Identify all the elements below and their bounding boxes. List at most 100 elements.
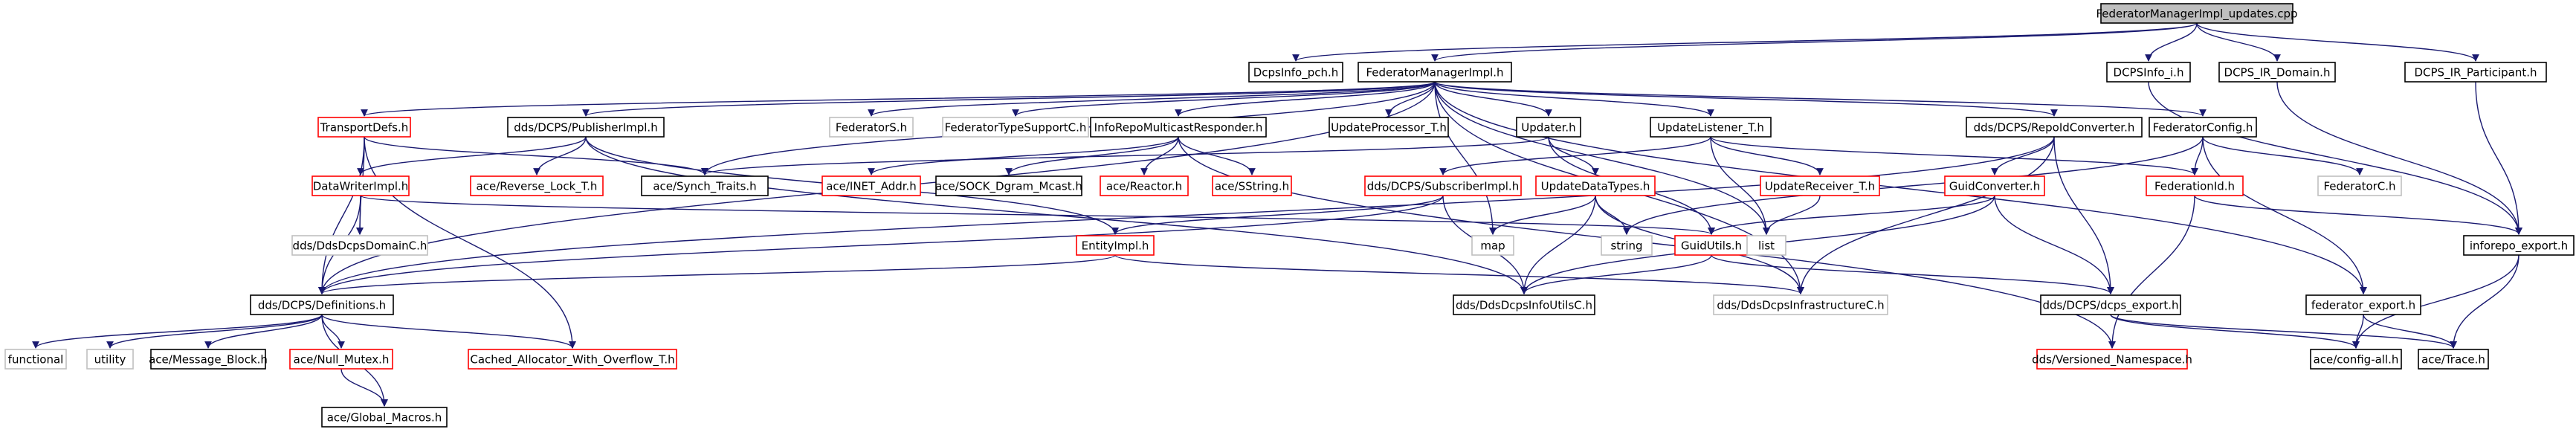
node-inforepo_export[interactable]: inforepo_export.h [2463, 235, 2575, 256]
node-label: UpdateDataTypes.h [1541, 180, 1650, 193]
edge-root-to-dcpsinfo_i [2145, 22, 2198, 62]
node-label: string [1610, 239, 1642, 253]
node-updatelistener[interactable]: UpdateListener_T.h [1650, 117, 1772, 138]
dependency-edge [1434, 81, 1714, 117]
node-box [1100, 175, 1189, 196]
node-global_macros[interactable]: ace/Global_Macros.h [321, 407, 448, 428]
edge-null_mutex-to-global_macros [340, 368, 388, 407]
node-dcps_export[interactable]: dds/DCPS/dcps_export.h [2040, 294, 2181, 315]
dependency-edge [1385, 81, 1436, 117]
edge-dcps_export-to-ace_trace [2110, 314, 2457, 349]
node-box [2317, 175, 2402, 196]
dependency-edge [1797, 136, 2055, 294]
edge-guidutils-to-ddsdcpsinfoutilsc [1520, 254, 1712, 294]
node-publisherimpl[interactable]: dds/DCPS/PublisherImpl.h [507, 117, 665, 138]
node-label: functional [8, 353, 64, 367]
node-sock_dgram[interactable]: ace/SOCK_Dgram_Mcast.h [935, 175, 1082, 196]
node-label: UpdateListener_T.h [1657, 121, 1764, 135]
edge-fmi-to-inforepomcast [1175, 81, 1436, 117]
node-dcpsinfo_pch[interactable]: DcpsInfo_pch.h [1248, 62, 1343, 83]
node-box [1329, 117, 1449, 138]
dependency-edge [2145, 22, 2198, 62]
node-box [4, 349, 67, 370]
node-federationid[interactable]: FederationId.h [2146, 175, 2244, 196]
node-versioned_ns[interactable]: dds/Versioned_Namespace.h [2032, 349, 2192, 370]
node-federatorconfig[interactable]: FederatorConfig.h [2149, 117, 2257, 138]
dependency-edge [1434, 81, 1497, 235]
node-entityimpl[interactable]: EntityImpl.h [1076, 235, 1155, 256]
node-datawriterimpl[interactable]: DataWriterImpl.h [311, 175, 410, 196]
node-label: GuidUtils.h [1681, 239, 1742, 253]
node-box [470, 175, 604, 196]
dependency-edge [533, 136, 587, 175]
dependency-edge [1711, 254, 2114, 294]
node-sstring[interactable]: ace/SString.h [1212, 175, 1292, 196]
node-label: map [1480, 239, 1505, 253]
node-transportdefs[interactable]: TransportDefs.h [317, 117, 411, 138]
node-box [1650, 117, 1772, 138]
node-federator_export[interactable]: federator_export.h [2305, 294, 2421, 315]
node-label: ace/Reverse_Lock_T.h [477, 180, 598, 194]
node-cached_alloc[interactable]: Cached_Allocator_With_Overflow_T.h [468, 349, 677, 370]
node-box [1516, 117, 1581, 138]
node-box [2218, 62, 2336, 83]
edge-fmi-to-map [1434, 81, 1497, 235]
edge-subscriberimpl-to-entityimpl [1111, 195, 1444, 235]
node-label: ace/Global_Macros.h [327, 411, 442, 425]
node-updatedatatypes[interactable]: UpdateDataTypes.h [1535, 175, 1656, 196]
node-box [2100, 3, 2293, 24]
edge-updatelistener-to-subscriberimpl [1439, 136, 1711, 175]
node-fmi[interactable]: FederatorManagerImpl.h [1358, 62, 1512, 83]
node-subscriberimpl[interactable]: dds/DCPS/SubscriberImpl.h [1364, 175, 1522, 196]
edge-ir_participant-to-inforepo_export [2475, 81, 2522, 235]
node-box [1076, 235, 1155, 256]
node-dcpsinfo_i[interactable]: DCPSInfo_i.h [2106, 62, 2191, 83]
edge-guidconverter-to-guidutils [1708, 195, 1995, 235]
node-null_mutex[interactable]: ace/Null_Mutex.h [289, 349, 393, 370]
node-ir_domain[interactable]: DCPS_IR_Domain.h [2218, 62, 2336, 83]
edge-root-to-fmi [1431, 22, 2198, 62]
node-inet_addr[interactable]: ace/INET_Addr.h [821, 175, 921, 196]
node-ace_trace[interactable]: ace/Trace.h [2418, 349, 2489, 370]
node-repoidconverter[interactable]: dds/DCPS/RepoIdConverter.h [1966, 117, 2143, 138]
edge-updatelistener-to-updatereceiver [1710, 136, 1824, 175]
node-guidconverter[interactable]: GuidConverter.h [1944, 175, 2045, 196]
node-message_block[interactable]: ace/Message_Block.h [149, 349, 268, 370]
dependency-edge [2276, 81, 2522, 235]
node-box [321, 407, 448, 428]
node-label: dds/DdsDcpsInfrastructureC.h [1717, 299, 1884, 312]
edge-entityimpl-to-definitions [318, 254, 1116, 294]
node-label: ace/Trace.h [2421, 353, 2485, 367]
edge-fmi-to-federatorconfig [1434, 81, 2207, 117]
node-updateprocessor[interactable]: UpdateProcessor_T.h [1329, 117, 1449, 138]
node-box [1966, 117, 2143, 138]
dependency-edge [1710, 136, 2198, 175]
edge-definitions-to-cached_alloc [321, 314, 576, 349]
node-updatereceiver[interactable]: UpdateReceiver_T.h [1760, 175, 1880, 196]
node-ddsdcpsinfoutilsc[interactable]: dds/DdsDcpsInfoUtilsC.h [1453, 294, 1595, 315]
edge-federationid-to-inforepo_export [2194, 195, 2522, 235]
dependency-edge [318, 195, 1444, 294]
node-utility: utility [86, 349, 134, 370]
node-ir_participant[interactable]: DCPS_IR_Participant.h [2404, 62, 2547, 83]
edge-repoidconverter-to-dcps_export [2053, 136, 2114, 294]
dependency-edge [1434, 81, 2367, 294]
node-inforepomcast[interactable]: InfoRepoMulticastResponder.h [1090, 117, 1267, 138]
node-reverse_lock[interactable]: ace/Reverse_Lock_T.h [470, 175, 604, 196]
node-updater[interactable]: Updater.h [1516, 117, 1581, 138]
node-definitions[interactable]: dds/DCPS/Definitions.h [250, 294, 394, 315]
dependency-edge [2196, 22, 2281, 62]
dependency-edge [364, 136, 576, 349]
node-functional: functional [4, 349, 67, 370]
node-ddsdcpsinfrastructurec: dds/DdsDcpsInfrastructureC.h [1713, 294, 1888, 315]
node-root[interactable]: FederatorManagerImpl_updates.cpp [2096, 3, 2298, 24]
node-box [942, 117, 1089, 138]
node-config_all[interactable]: ace/config-all.h [2310, 349, 2402, 370]
node-synch_traits[interactable]: ace/Synch_Traits.h [641, 175, 769, 196]
edge-federatorconfig-to-federator_export [2202, 136, 2367, 294]
node-list: list [1746, 235, 1786, 256]
dependency-edge [2352, 314, 2364, 349]
node-reactor[interactable]: ace/Reactor.h [1100, 175, 1189, 196]
node-label: DataWriterImpl.h [313, 180, 409, 193]
node-guidutils[interactable]: GuidUtils.h [1674, 235, 1749, 256]
